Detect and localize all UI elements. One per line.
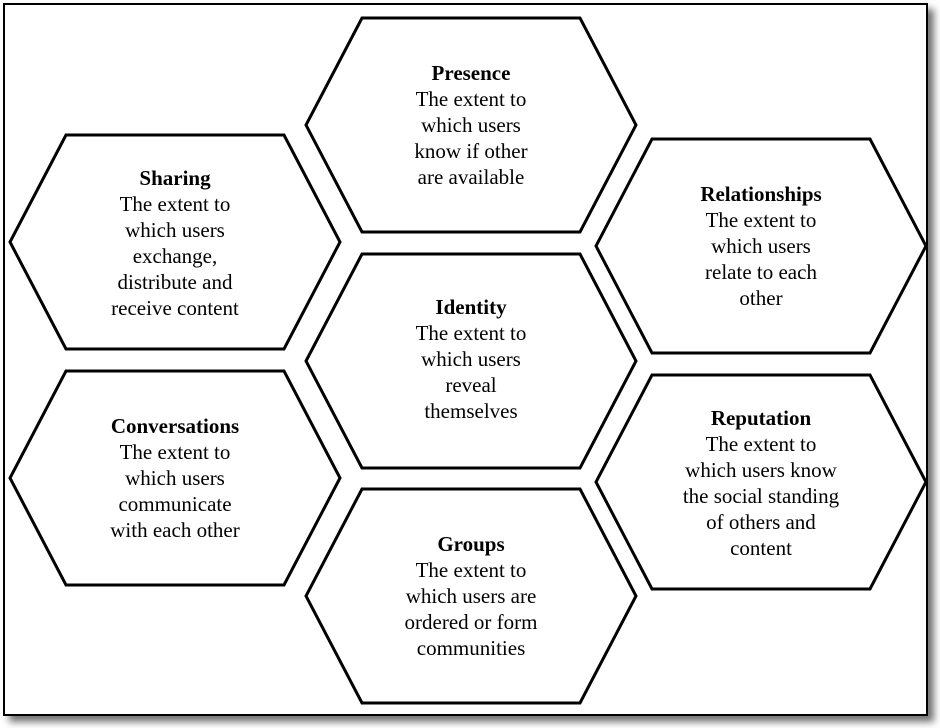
presence-desc-line: are available xyxy=(417,165,525,189)
relationships-desc-line: relate to each xyxy=(705,260,817,284)
reputation-desc-line: which users know xyxy=(685,458,837,482)
reputation-desc-line: The extent to xyxy=(705,432,817,456)
reputation-desc-line: the social standing xyxy=(682,484,840,508)
presence-desc-line: know if other xyxy=(414,139,528,163)
presence-desc-line: which users xyxy=(421,113,521,137)
hexagon-presence xyxy=(304,16,638,234)
sharing-text: Sharing The extent to which users exchan… xyxy=(45,165,305,321)
conversations-text: Conversations The extent to which users … xyxy=(45,413,305,543)
identity-desc-line: The extent to xyxy=(415,321,527,345)
reputation-text: Reputation The extent to which users kno… xyxy=(631,405,891,561)
conversations-desc-line: which users xyxy=(125,466,225,490)
reputation-title: Reputation xyxy=(710,406,812,430)
sharing-desc-line: which users xyxy=(125,218,225,242)
presence-title: Presence xyxy=(431,61,511,85)
sharing-desc-line: receive content xyxy=(111,296,239,320)
groups-desc-line: communities xyxy=(416,636,526,660)
conversations-desc-line: The extent to xyxy=(119,440,231,464)
identity-text: Identity The extent to which users revea… xyxy=(341,294,601,424)
reputation-desc-line: of others and xyxy=(706,510,816,534)
presence-text: Presence The extent to which users know … xyxy=(341,60,601,190)
hexagon-sharing xyxy=(8,133,342,351)
groups-desc-line: The extent to xyxy=(415,558,527,582)
sharing-desc-line: distribute and xyxy=(117,270,233,294)
groups-text: Groups The extent to which users are ord… xyxy=(341,531,601,661)
groups-desc-line: which users are xyxy=(405,584,537,608)
sharing-title: Sharing xyxy=(139,166,211,190)
relationships-title: Relationships xyxy=(700,182,822,206)
sharing-desc-line: exchange, xyxy=(132,244,218,268)
hexagon-relationships xyxy=(594,137,928,355)
hexagon-groups xyxy=(304,487,638,705)
groups-title: Groups xyxy=(437,532,505,556)
conversations-title: Conversations xyxy=(110,414,240,438)
conversations-desc-line: communicate xyxy=(118,492,232,516)
relationships-desc-line: The extent to xyxy=(705,208,817,232)
identity-title: Identity xyxy=(435,295,507,319)
relationships-text: Relationships The extent to which users … xyxy=(631,181,891,311)
sharing-desc-line: The extent to xyxy=(119,192,231,216)
hexagon-reputation xyxy=(594,373,928,591)
hexagon-identity xyxy=(304,252,638,470)
identity-desc-line: which users xyxy=(421,347,521,371)
relationships-desc-line: other xyxy=(739,286,783,310)
conversations-desc-line: with each other xyxy=(110,518,240,542)
groups-desc-line: ordered or form xyxy=(404,610,538,634)
relationships-desc-line: which users xyxy=(711,234,811,258)
hexagon-conversations xyxy=(8,369,342,587)
identity-desc-line: reveal xyxy=(445,373,497,397)
presence-desc-line: The extent to xyxy=(415,87,527,111)
reputation-desc-line: content xyxy=(730,536,792,560)
identity-desc-line: themselves xyxy=(424,399,518,423)
